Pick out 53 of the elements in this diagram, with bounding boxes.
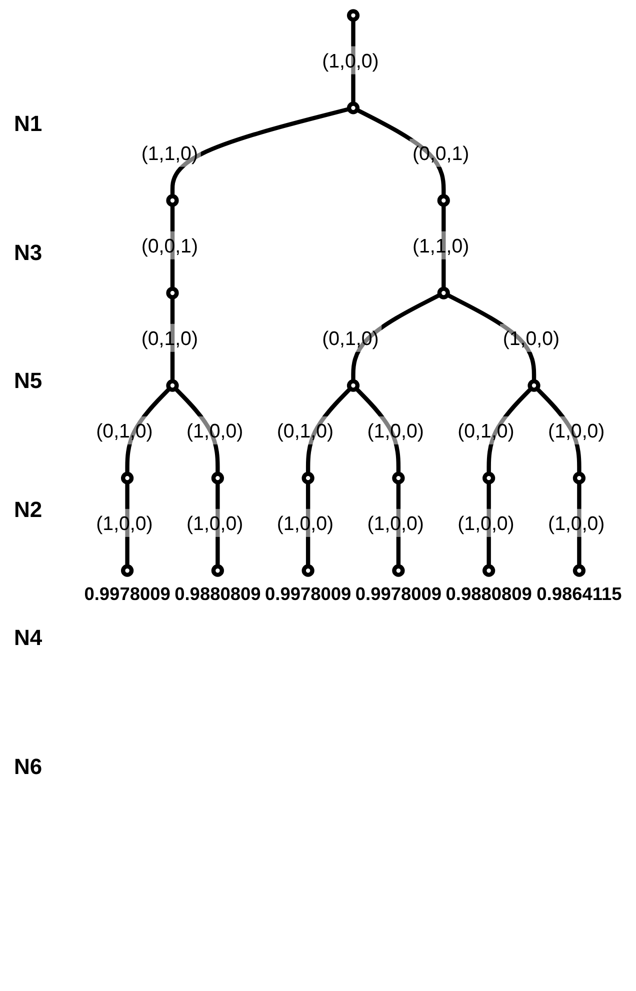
circle-node xyxy=(346,9,360,22)
connector xyxy=(354,387,401,474)
level-label: N2 xyxy=(13,496,44,523)
connector xyxy=(356,108,446,196)
connector xyxy=(442,204,446,289)
connector xyxy=(170,106,350,196)
leaf-value: 0.9978009 xyxy=(265,584,352,604)
circle-node xyxy=(211,564,224,577)
leaf-value: 0.9978009 xyxy=(84,584,170,604)
circle-node xyxy=(166,286,179,300)
connector xyxy=(216,482,220,566)
connector xyxy=(351,20,356,104)
connector xyxy=(125,482,130,566)
circle-node xyxy=(346,102,360,114)
leaf-value: 0.9880809 xyxy=(174,584,261,604)
circle-node xyxy=(302,472,314,484)
level-label: N5 xyxy=(13,368,44,394)
leaf-value: 0.9978009 xyxy=(355,584,442,604)
circle-node xyxy=(392,564,405,577)
circle-node xyxy=(482,564,496,577)
circle-node xyxy=(572,472,586,484)
leaf-value: 0.9864115 xyxy=(536,584,622,604)
circle-node xyxy=(120,472,134,484)
circle-node xyxy=(437,286,450,300)
connector xyxy=(446,293,536,382)
level-label: N4 xyxy=(13,625,44,652)
circle-node xyxy=(482,472,496,484)
circle-node xyxy=(528,379,540,392)
circle-node xyxy=(120,564,134,577)
circle-node xyxy=(211,472,224,484)
circle-node xyxy=(302,564,314,577)
circle-node xyxy=(166,379,179,392)
connector xyxy=(125,387,172,474)
level-label: N6 xyxy=(13,754,44,780)
circle-node xyxy=(166,194,179,207)
circle-node xyxy=(392,472,405,484)
connector xyxy=(306,387,352,474)
connector xyxy=(170,297,175,382)
connector xyxy=(486,387,533,474)
connector xyxy=(535,387,582,474)
circle-node xyxy=(346,379,360,392)
connector xyxy=(306,482,310,566)
circle-node xyxy=(437,194,450,207)
connector xyxy=(486,482,491,566)
connector xyxy=(170,204,175,289)
circle-node xyxy=(572,564,586,577)
level-label: N1 xyxy=(13,111,44,138)
level-label: N3 xyxy=(13,240,44,266)
connector xyxy=(351,293,441,382)
connector xyxy=(396,482,401,566)
connector xyxy=(577,482,582,566)
connector xyxy=(174,387,220,474)
leaf-value: 0.9880809 xyxy=(446,584,532,604)
